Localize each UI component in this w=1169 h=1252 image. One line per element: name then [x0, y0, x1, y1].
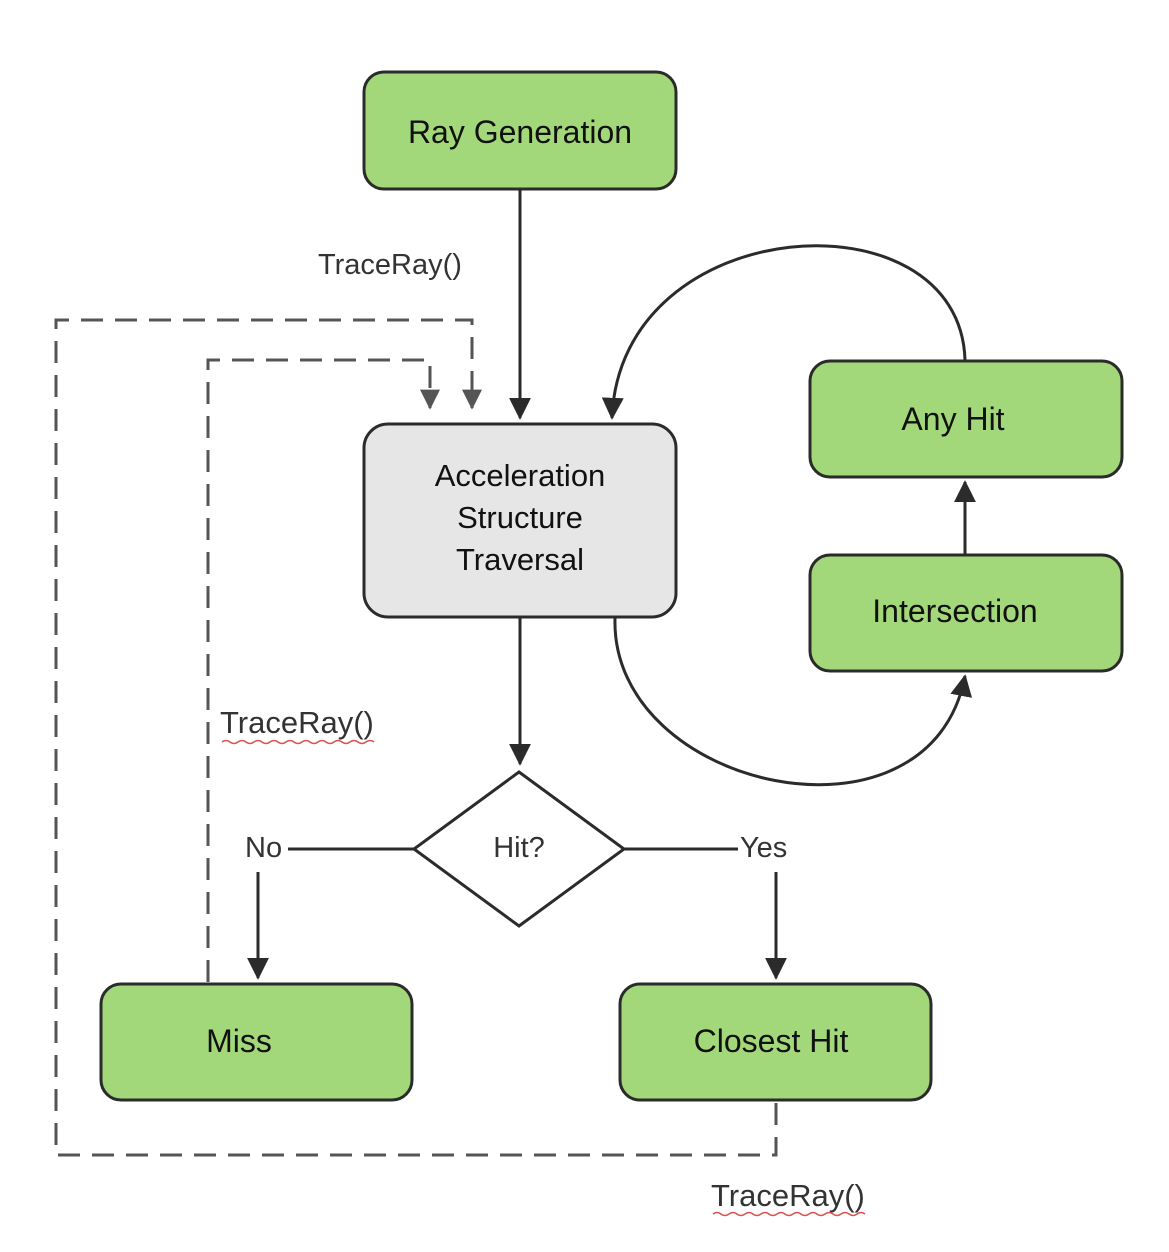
closest-hit-label: Closest Hit — [694, 1023, 849, 1059]
miss-label: Miss — [206, 1023, 272, 1059]
dashed-traceray-loops — [54, 318, 778, 1157]
acceleration-label-line-2: Structure — [457, 500, 583, 535]
edge-anyhit-to-traversal — [601, 244, 967, 420]
no-label: No — [245, 832, 282, 864]
node-acceleration-structure-traversal: Acceleration Structure Traversal — [362, 422, 678, 619]
node-ray-generation: Ray Generation — [362, 70, 678, 191]
traceray-left-label: TraceRay() — [220, 705, 374, 740]
node-intersection: Intersection — [808, 553, 1124, 673]
closest-hit-traceray-loop — [54, 318, 778, 1157]
traceray-bottom-squiggle — [712, 1211, 866, 1217]
traceray-bottom-label: TraceRay() — [711, 1178, 865, 1213]
traceray-left-squiggle — [221, 739, 375, 745]
traceray-top-label: TraceRay() — [318, 249, 462, 281]
node-miss: Miss — [99, 982, 414, 1102]
node-any-hit: Any Hit — [808, 359, 1124, 479]
intersection-label: Intersection — [872, 593, 1037, 629]
yes-label: Yes — [740, 832, 787, 864]
edge-traversal-to-intersection — [613, 617, 972, 787]
miss-traceray-loop — [206, 358, 440, 982]
acceleration-label-line-3: Traversal — [456, 542, 584, 577]
hit-decision-label: Hit? — [493, 832, 545, 864]
node-closest-hit: Closest Hit — [618, 982, 933, 1102]
ray-generation-label: Ray Generation — [408, 114, 632, 150]
acceleration-label-line-1: Acceleration — [435, 458, 606, 493]
solid-edges — [247, 190, 976, 980]
node-hit-decision: Hit? — [411, 770, 627, 928]
any-hit-label: Any Hit — [901, 401, 1004, 437]
